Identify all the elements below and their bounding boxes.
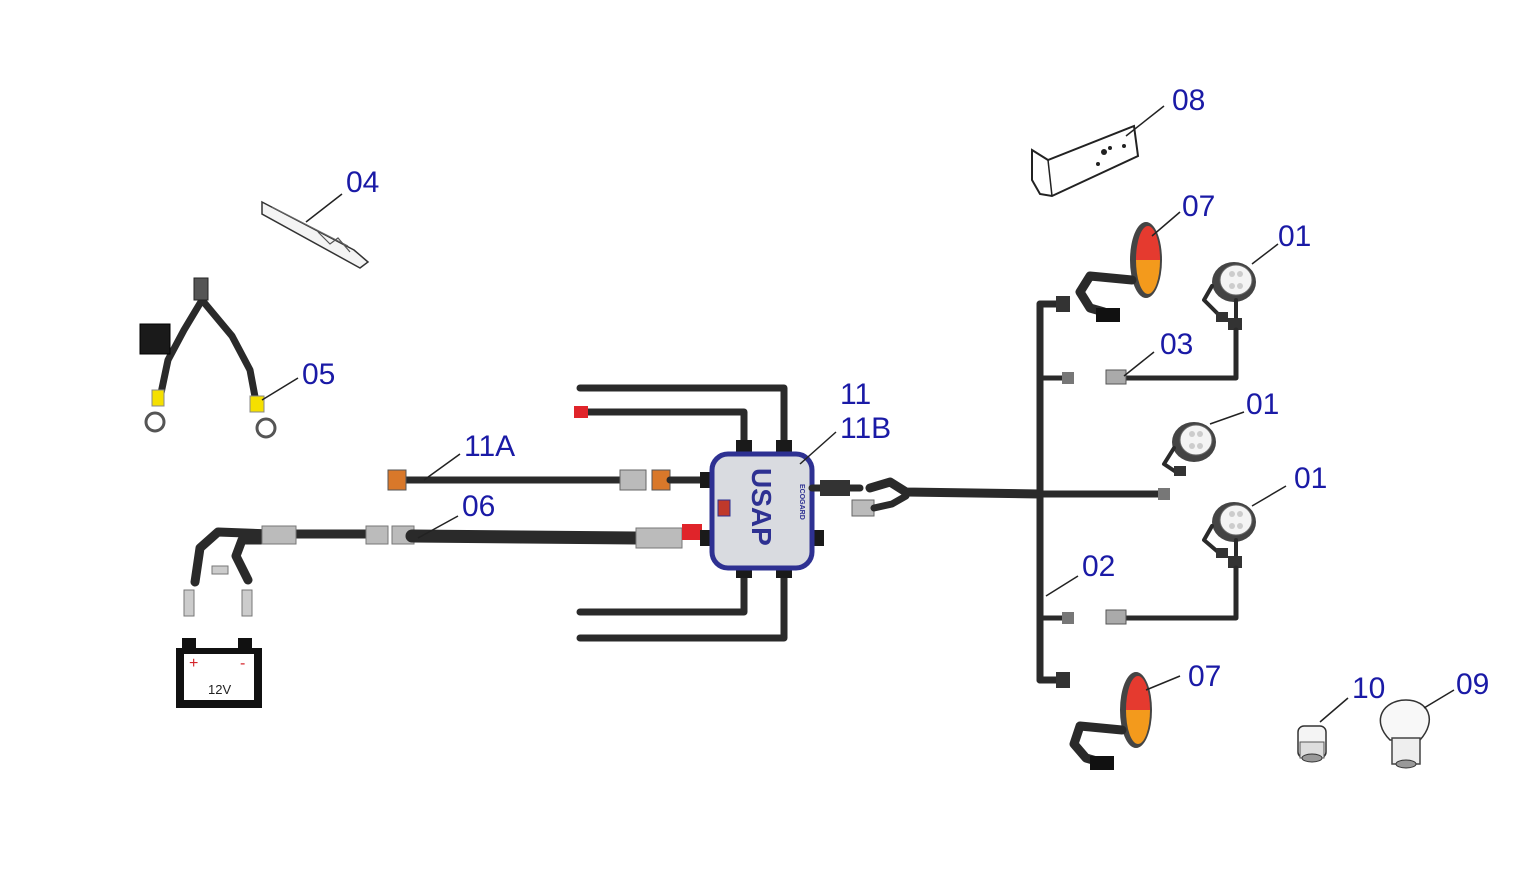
callout-05: 05	[302, 358, 335, 391]
harness-11b-part	[808, 477, 1045, 517]
module-brand: ECOGARD	[798, 484, 805, 520]
callout-06: 06	[462, 490, 495, 523]
bulb-large-part	[1379, 689, 1455, 769]
ring-eye-left	[144, 411, 166, 433]
work-lamp-top-part	[1105, 243, 1279, 385]
ring-terminal-yellow-left	[151, 389, 165, 407]
callout-02: 02	[1082, 550, 1115, 583]
tail-lamp-lens-bottom	[1126, 676, 1150, 744]
usap-module-body	[709, 451, 815, 571]
leader-05	[261, 377, 299, 401]
tail-lamp-lens-top	[1136, 226, 1160, 294]
leader-03	[1123, 351, 1155, 377]
main-harness-trunk	[1036, 296, 1170, 688]
callout-01-top: 01	[1278, 220, 1311, 253]
callout-01-low: 01	[1294, 462, 1327, 495]
leader-04	[305, 193, 343, 223]
leader-01-top	[1251, 243, 1279, 265]
fuse-holder	[139, 323, 171, 355]
callout-09: 09	[1456, 668, 1489, 701]
battery-cable-part: + - 12V	[176, 515, 702, 708]
leader-11	[799, 431, 837, 465]
usap-label: USAP	[746, 468, 777, 546]
module-logo	[717, 499, 731, 517]
orange-connector-left	[387, 469, 407, 491]
work-lamp-mid-part	[1162, 411, 1245, 476]
tail-lamp-bottom-part	[1069, 672, 1181, 770]
callout-08: 08	[1172, 84, 1205, 117]
callout-03: 03	[1160, 328, 1193, 361]
usap-module: USAP ECOGARD	[709, 431, 837, 571]
callout-10: 10	[1352, 672, 1385, 705]
leader-08	[1125, 105, 1165, 137]
leader-11a	[423, 453, 461, 481]
battery-plus: +	[189, 655, 198, 672]
bulb-small-part	[1297, 697, 1349, 763]
connector-03	[1105, 369, 1127, 385]
battery-voltage: 12V	[208, 682, 231, 697]
leader-06	[417, 515, 459, 539]
leader-01-low	[1251, 485, 1287, 507]
callout-07-top: 07	[1182, 190, 1215, 223]
work-lamp-low-part	[1105, 485, 1287, 625]
tail-lamp-top-part	[1075, 211, 1181, 322]
leader-09	[1423, 689, 1455, 709]
leader-10	[1319, 697, 1349, 723]
terminal-pin-part	[261, 193, 370, 269]
callout-11a: 11A	[464, 430, 515, 463]
battery-minus: -	[240, 655, 245, 672]
mounting-bracket-part	[1031, 105, 1165, 198]
ring-eye-right	[255, 417, 277, 439]
leader-07-bottom	[1145, 675, 1181, 691]
module-branch-cables	[574, 384, 824, 642]
callout-11: 11	[840, 378, 871, 411]
leader-07-top	[1151, 211, 1181, 237]
sensor-connector	[193, 277, 209, 301]
leader-02	[1045, 575, 1079, 597]
ring-terminal-yellow-right	[249, 395, 265, 413]
harness-11a-part	[387, 453, 716, 491]
callout-01-mid: 01	[1246, 388, 1279, 421]
leader-01-mid	[1209, 411, 1245, 425]
fused-y-lead-part	[139, 277, 299, 439]
callout-labels: 04 05 08 07 01 03 11 11B 11A 06 01 01 02…	[302, 84, 1489, 705]
callout-07-bottom: 07	[1188, 660, 1221, 693]
callout-11b: 11B	[840, 412, 891, 445]
callout-04: 04	[346, 166, 379, 199]
